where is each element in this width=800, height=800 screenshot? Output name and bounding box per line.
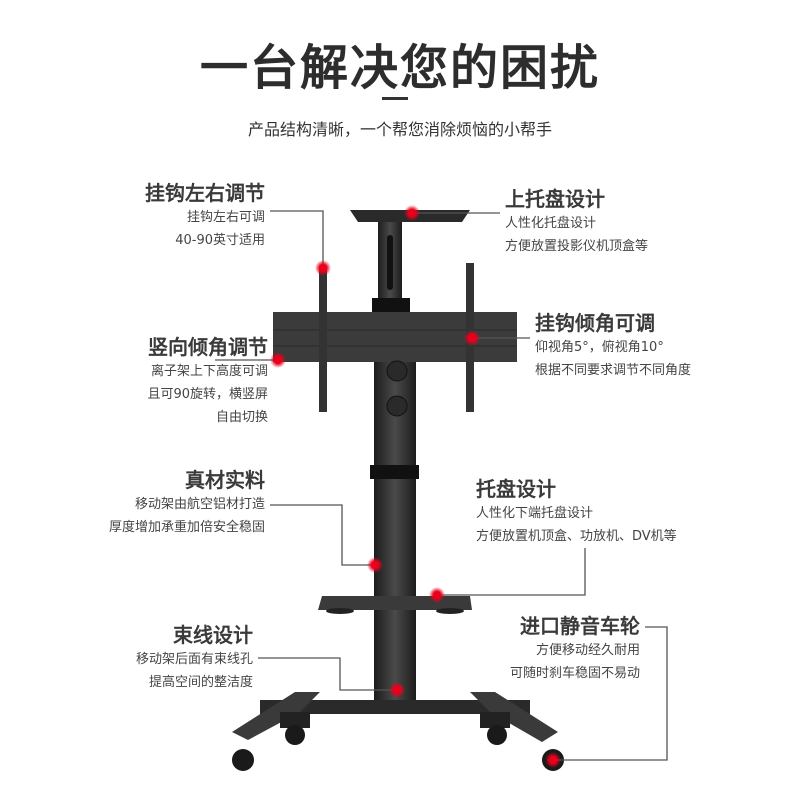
callout-heading: 进口静音车轮 — [520, 614, 640, 638]
callout-heading: 挂钩左右调节 — [145, 181, 265, 205]
callout-cable-management: 束线设计 移动架后面有束线孔 提高空间的整洁度 — [136, 622, 253, 694]
callout-text: 厚度增加承重加倍安全稳固 — [108, 520, 265, 535]
callout-text: 人性化托盘设计 — [505, 216, 597, 231]
page-subtitle: 产品结构清晰，一个帮您消除烦恼的小帮手 — [247, 120, 552, 139]
marker-dot — [404, 205, 420, 221]
callout-text: 方便放置投影仪机顶盒等 — [505, 239, 649, 254]
marker-dot — [389, 682, 405, 698]
callout-text: 移动架由航空铝材打造 — [134, 497, 265, 512]
callout-material: 真材实料 移动架由航空铝材打造 厚度增加承重加倍安全稳固 — [109, 467, 265, 539]
marker-dot — [464, 330, 480, 346]
callout-text: 人性化下端托盘设计 — [476, 506, 594, 521]
top-tray — [350, 210, 470, 312]
callout-heading: 竖向倾角调节 — [148, 335, 268, 359]
callout-text: 挂钩左右可调 — [186, 210, 265, 225]
callout-text: 可随时刹车稳固不易动 — [509, 666, 640, 681]
marker-dot — [429, 587, 445, 603]
callout-hook-tilt: 挂钩倾角可调 仰视角5°，俯视角10° 根据不同要求调节不同角度 — [535, 310, 691, 382]
main-column — [370, 360, 419, 710]
page-title: 一台解决您的困扰 — [199, 40, 600, 96]
callout-heading: 托盘设计 — [476, 477, 556, 501]
callout-text: 仰视角5°，俯视角10° — [535, 340, 664, 355]
callout-hook-horizontal: 挂钩左右调节 挂钩左右可调 40-90英寸适用 — [145, 180, 265, 252]
callout-heading: 上托盘设计 — [505, 187, 605, 211]
callout-top-tray: 上托盘设计 人性化托盘设计 方便放置投影仪机顶盒等 — [505, 186, 648, 258]
marker-dot — [545, 752, 561, 768]
callout-text: 40-90英寸适用 — [175, 233, 265, 248]
callout-vertical-tilt: 竖向倾角调节 离子架上下高度可调 且可90旋转，横竖屏 自由切换 — [147, 334, 268, 429]
callout-heading: 真材实料 — [185, 468, 265, 492]
callout-text: 方便移动经久耐用 — [535, 643, 640, 658]
marker-dot — [315, 260, 331, 276]
callout-heading: 束线设计 — [173, 623, 253, 647]
leader-lines — [215, 210, 668, 761]
callout-text: 离子架上下高度可调 — [150, 364, 268, 379]
marker-dot — [367, 557, 383, 573]
callout-text: 自由切换 — [215, 410, 268, 425]
callout-text: 方便放置机顶盒、功放机、DV机等 — [476, 529, 677, 544]
callout-heading: 挂钩倾角可调 — [535, 311, 655, 335]
callout-text: 移动架后面有束线孔 — [135, 652, 253, 667]
marker-dot — [270, 352, 286, 368]
callout-text: 提高空间的整洁度 — [148, 675, 253, 690]
wheeled-base — [232, 692, 564, 771]
callout-wheels: 进口静音车轮 方便移动经久耐用 可随时刹车稳固不易动 — [510, 613, 640, 685]
callout-lower-tray: 托盘设计 人性化下端托盘设计 方便放置机顶盒、功放机、DV机等 — [476, 476, 677, 548]
callout-text: 根据不同要求调节不同角度 — [535, 363, 692, 378]
callout-text: 且可90旋转，横竖屏 — [147, 387, 268, 402]
marker-dots — [270, 205, 561, 768]
mount-crossbar — [273, 312, 517, 362]
title-divider — [382, 97, 408, 100]
